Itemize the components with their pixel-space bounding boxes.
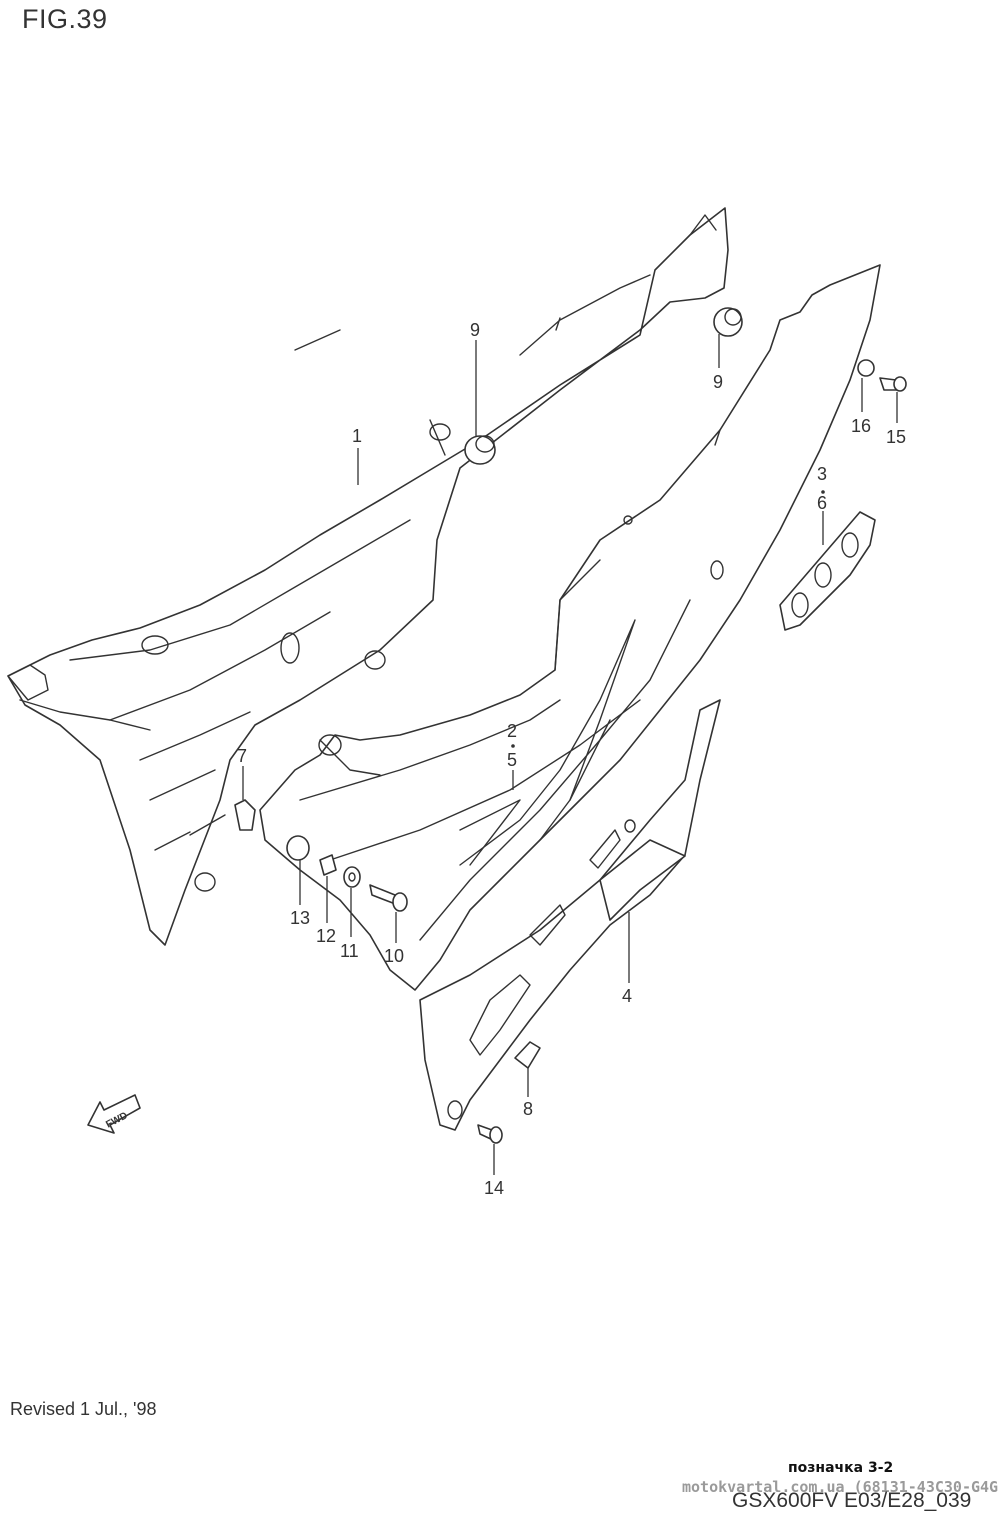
- bolt-15: [879, 376, 907, 392]
- cushion-9a: [464, 435, 496, 465]
- cushion-9b: [713, 307, 743, 337]
- callout-7: 7: [237, 746, 247, 766]
- callout-dot-3-6: [821, 490, 825, 494]
- callout-1: 1: [352, 426, 362, 446]
- callout-6: 6: [817, 493, 827, 513]
- callout-9a: 9: [470, 320, 480, 340]
- callout-12: 12: [316, 926, 336, 946]
- cushion-13: [286, 835, 310, 861]
- model-code: GSX600FV E03/E28_039: [732, 1489, 972, 1512]
- grommet-7: [234, 799, 256, 831]
- callout-15: 15: [886, 427, 906, 447]
- emblem-badge: [779, 511, 876, 631]
- frame-cover-left: [7, 207, 729, 946]
- callout-16: 16: [851, 416, 871, 436]
- bolt-10: [369, 884, 408, 912]
- figure-title: FIG.39: [22, 4, 108, 34]
- callout-14: 14: [484, 1178, 504, 1198]
- callout-10: 10: [384, 946, 404, 966]
- leader-lines: [242, 334, 898, 1175]
- callout-11: 11: [340, 941, 359, 961]
- callout-9b: 9: [713, 372, 723, 392]
- callout-4: 4: [622, 986, 632, 1006]
- revision-note: Revised 1 Jul., '98: [10, 1399, 157, 1419]
- lower-side-cover: [419, 699, 721, 1131]
- screw-14: [477, 1124, 503, 1144]
- callout-2: 2: [507, 721, 517, 741]
- forward-arrow-icon: FWD: [87, 1094, 141, 1134]
- watermark-text: motokvartal.com.ua (68131-43C30-G4G): [682, 1478, 1000, 1496]
- callout-8: 8: [523, 1099, 533, 1119]
- clip-8: [514, 1041, 541, 1069]
- washer-11: [343, 866, 361, 888]
- collar-12: [319, 854, 337, 876]
- callout-13: 13: [290, 908, 310, 928]
- frame-cover-right: [259, 264, 881, 991]
- callout-3: 3: [817, 464, 827, 484]
- callout-dot-2-5: [511, 744, 515, 748]
- figure-sublabel: позначка 3-2: [788, 1460, 894, 1476]
- nut-16: [857, 359, 875, 377]
- callout-5: 5: [507, 750, 517, 770]
